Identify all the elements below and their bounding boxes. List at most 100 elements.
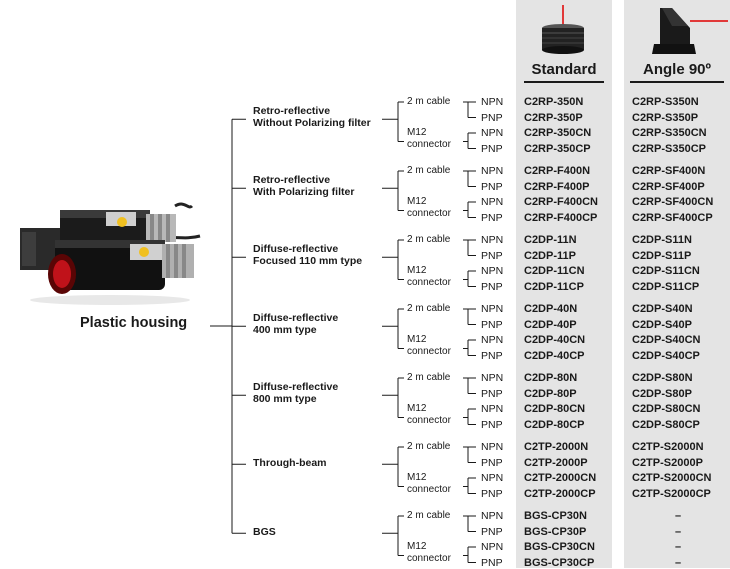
pnp-output-label: PNP	[481, 387, 503, 400]
category-label: Diffuse-reflective	[253, 312, 339, 325]
m12-option-label: M12	[407, 541, 427, 552]
angle-model-number: –	[675, 541, 682, 553]
angle-model-number: C2DP-S11CP	[632, 280, 700, 293]
angle-model-number: C2RP-S350CN	[632, 127, 707, 139]
standard-model-number: C2DP-40CP	[524, 349, 585, 362]
cable-option-label: 2 m cable	[407, 234, 451, 245]
angle-model-number: C2RP-SF400CP	[632, 211, 713, 224]
angle-model-number: C2DP-S11CN	[632, 265, 700, 277]
angle-model-number: C2DP-S40N	[632, 303, 693, 315]
angle-model-number: C2DP-S40P	[632, 318, 692, 331]
cable-option-label: 2 m cable	[407, 372, 451, 383]
angle-model-number: C2TP-S2000CN	[632, 472, 712, 484]
angle-model-number: C2DP-S80N	[632, 372, 693, 384]
cable-option-label: 2 m cable	[407, 165, 451, 176]
pnp-output-label: PNP	[481, 318, 503, 331]
m12-option-label: M12	[407, 334, 427, 345]
category-label: Retro-reflective	[253, 174, 331, 187]
pnp-output-label: PNP	[481, 349, 503, 362]
standard-model-number: C2DP-40CN	[524, 334, 586, 346]
standard-model-number: C2TP-2000P	[524, 456, 588, 469]
pnp-output-label: PNP	[481, 456, 503, 469]
standard-sensor-icon	[542, 5, 584, 54]
standard-model-number: C2RP-350N	[524, 96, 584, 108]
angle-model-number: –	[675, 510, 682, 522]
npn-output-label: NPN	[481, 234, 504, 246]
standard-header-underline	[524, 81, 604, 83]
standard-model-number: C2DP-11CP	[524, 280, 584, 293]
npn-output-label: NPN	[481, 510, 504, 522]
standard-model-number: C2DP-11N	[524, 234, 577, 246]
angle-model-number: C2RP-S350N	[632, 96, 699, 108]
cable-option-label: 2 m cable	[407, 96, 451, 107]
pnp-output-label: PNP	[481, 211, 503, 224]
m12-option-label: M12	[407, 472, 427, 483]
standard-model-number: C2DP-11CN	[524, 265, 585, 277]
angle-model-number: C2DP-S80P	[632, 387, 692, 400]
category-label: Diffuse-reflective	[253, 381, 339, 394]
npn-output-label: NPN	[481, 127, 504, 139]
npn-output-label: NPN	[481, 265, 504, 277]
standard-model-number: BGS-CP30N	[524, 510, 587, 522]
connector-option-label: connector	[407, 415, 451, 426]
npn-output-label: NPN	[481, 403, 504, 415]
standard-model-number: BGS-CP30CP	[524, 556, 595, 569]
housing-label: Plastic housing	[80, 315, 188, 331]
angle-model-number: C2RP-SF400CN	[632, 196, 714, 208]
category-label: Through-beam	[253, 457, 327, 470]
angle-model-number: C2TP-S2000N	[632, 441, 704, 453]
standard-model-number: C2TP-2000CP	[524, 487, 596, 500]
standard-model-number: C2DP-80N	[524, 372, 578, 384]
npn-output-label: NPN	[481, 96, 504, 108]
category-sublabel: Focused 110 mm type	[253, 255, 363, 268]
angle-model-number: C2RP-SF400P	[632, 180, 705, 193]
m12-option-label: M12	[407, 127, 427, 138]
category-label: Retro-reflective	[253, 105, 331, 118]
connector-option-label: connector	[407, 346, 451, 357]
standard-model-number: C2DP-80CN	[524, 403, 586, 415]
category-sublabel: Without Polarizing filter	[253, 117, 371, 130]
category-sublabel: 400 mm type	[253, 324, 317, 337]
pnp-output-label: PNP	[481, 487, 503, 500]
angle-model-number: C2RP-SF400N	[632, 165, 706, 177]
angle-model-number: C2TP-S2000P	[632, 456, 703, 469]
connector-option-label: connector	[407, 277, 451, 288]
pnp-output-label: PNP	[481, 280, 503, 293]
pnp-output-label: PNP	[481, 180, 503, 193]
angle-model-number: –	[675, 525, 682, 538]
connector-option-label: connector	[407, 139, 451, 150]
pnp-output-label: PNP	[481, 249, 503, 262]
connector-option-label: connector	[407, 208, 451, 219]
angle-header-underline	[630, 81, 724, 83]
standard-model-number: C2DP-11P	[524, 249, 576, 262]
standard-model-number: C2RP-350CN	[524, 127, 592, 139]
standard-model-number: C2RP-350CP	[524, 142, 591, 155]
angle-model-number: C2DP-S11P	[632, 249, 692, 262]
standard-model-number: C2TP-2000CN	[524, 472, 597, 484]
plastic-housing-sensors-image	[20, 202, 201, 305]
standard-model-number: C2DP-40P	[524, 318, 577, 331]
standard-model-number: BGS-CP30CN	[524, 541, 595, 553]
standard-model-number: C2RP-F400P	[524, 180, 590, 193]
connector-option-label: connector	[407, 553, 451, 564]
standard-column-background	[516, 0, 612, 568]
npn-output-label: NPN	[481, 303, 504, 315]
angle-model-number: C2DP-S80CP	[632, 418, 700, 431]
standard-model-number: C2RP-F400CN	[524, 196, 598, 208]
standard-model-number: C2RP-F400CP	[524, 211, 598, 224]
angle-sensor-icon	[652, 8, 728, 54]
pnp-output-label: PNP	[481, 418, 503, 431]
angle-column-header: Angle 90º	[643, 61, 711, 78]
standard-column-header: Standard	[531, 61, 597, 78]
angle-model-number: C2DP-S40CN	[632, 334, 701, 346]
category-sublabel: 800 mm type	[253, 393, 317, 406]
angle-model-number: C2RP-S350CP	[632, 142, 706, 155]
pnp-output-label: PNP	[481, 556, 503, 569]
pnp-output-label: PNP	[481, 525, 503, 538]
npn-output-label: NPN	[481, 372, 504, 384]
npn-output-label: NPN	[481, 196, 504, 208]
standard-model-number: C2DP-40N	[524, 303, 578, 315]
npn-output-label: NPN	[481, 441, 504, 453]
